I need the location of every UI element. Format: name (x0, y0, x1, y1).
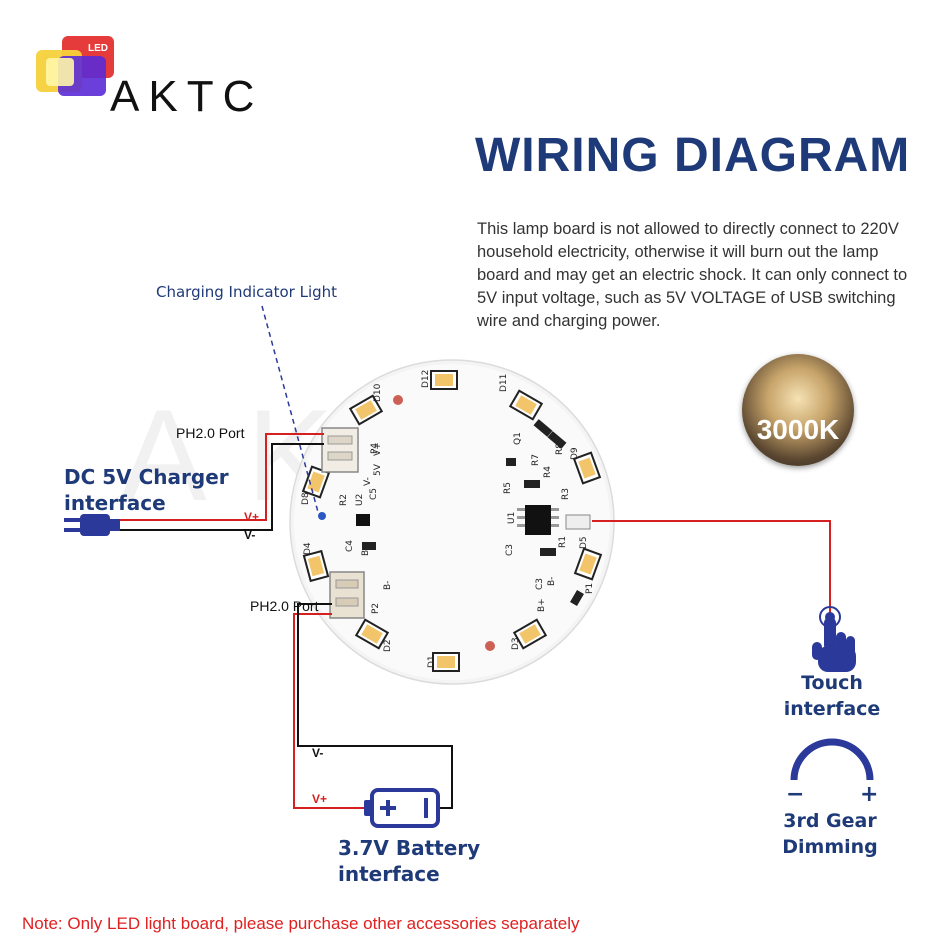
warning-description: This lamp board is not allowed to direct… (477, 220, 908, 330)
dc-charger-label-line2: interface (64, 491, 166, 515)
svg-text:B+: B+ (361, 542, 371, 556)
svg-text:B-: B- (383, 581, 393, 590)
ph20-connector-bottom (329, 571, 365, 619)
touch-label-line2: interface (783, 698, 881, 720)
svg-text:D4: D4 (303, 542, 313, 555)
touch-wire (592, 520, 831, 614)
dim-minus: − (786, 782, 805, 807)
brand-logo-icon (36, 36, 114, 96)
svg-text:C5: C5 (369, 488, 379, 500)
ph20-port-bottom-label: PH2.0 Port (250, 598, 319, 614)
color-temperature-badge (742, 354, 854, 466)
svg-text:P2: P2 (371, 603, 381, 614)
svg-text:R5: R5 (503, 482, 513, 494)
svg-text:D8: D8 (301, 492, 311, 505)
battery-label-line1: 3.7V Battery (338, 836, 481, 860)
svg-text:R7: R7 (531, 454, 541, 466)
svg-text:R1: R1 (558, 536, 568, 548)
dc-charger-label-line1: DC 5V Charger (64, 465, 229, 489)
battery-icon (364, 788, 440, 828)
touch-hand-icon (812, 606, 856, 672)
vplus-top-label: V+ (244, 510, 260, 524)
ph20-port-top-label: PH2.0 Port (176, 425, 245, 441)
page-title: WIRING DIAGRAM (475, 129, 911, 182)
svg-text:V+: V+ (373, 442, 383, 456)
svg-text:Q1: Q1 (513, 432, 523, 445)
logo-badge-text: LED (88, 43, 108, 54)
charger-wires (120, 433, 324, 531)
svg-text:R8: R8 (555, 443, 565, 455)
footer-note: Note: Only LED light board, please purch… (22, 914, 580, 933)
svg-text:D1: D1 (427, 655, 437, 668)
brand-name: AKTC (110, 72, 264, 121)
svg-text:V-: V- (363, 477, 373, 486)
svg-text:D11: D11 (499, 374, 509, 392)
ph20-connector-top (321, 427, 359, 473)
board-silkscreen: D12 D11 D10 D9 D8 D5 D4 D3 D2 D1 U1 U2 R… (301, 370, 595, 668)
svg-text:B+: B+ (537, 598, 547, 612)
vplus-bottom-label: V+ (312, 792, 328, 806)
svg-text:R2: R2 (339, 494, 349, 506)
svg-text:P4: P4 (370, 443, 380, 454)
svg-text:U2: U2 (355, 494, 365, 506)
svg-text:D12: D12 (421, 370, 431, 388)
dc-plug-icon (64, 514, 120, 536)
svg-text:5V: 5V (373, 463, 383, 476)
svg-text:C3: C3 (505, 544, 515, 556)
svg-text:R4: R4 (543, 466, 553, 478)
svg-text:P1: P1 (585, 583, 595, 594)
svg-text:D10: D10 (373, 383, 383, 402)
ic-chips (356, 419, 591, 607)
charging-indicator-led (318, 512, 326, 520)
svg-text:C4: C4 (345, 540, 355, 552)
svg-text:D2: D2 (383, 639, 393, 652)
svg-text:D9: D9 (570, 447, 580, 460)
dim-plus: + (860, 782, 879, 807)
vminus-top-label: V- (244, 528, 256, 542)
dimming-arc-icon (790, 738, 874, 781)
dimming-label-line2: Dimming (782, 836, 878, 858)
svg-text:U1: U1 (507, 512, 517, 524)
svg-text:B-: B- (547, 577, 557, 586)
svg-text:D5: D5 (579, 536, 589, 549)
vminus-bottom-label: V- (312, 746, 324, 760)
svg-text:D3: D3 (511, 637, 521, 650)
svg-text:R3: R3 (561, 488, 571, 500)
battery-wires (293, 603, 453, 809)
dimming-label-line1: 3rd Gear (783, 810, 877, 832)
color-temperature-label: 3000K (756, 414, 840, 445)
touch-label-line1: Touch (801, 672, 863, 694)
svg-text:C3: C3 (535, 578, 545, 590)
battery-label-line2: interface (338, 862, 440, 886)
led-chips (301, 370, 603, 672)
charging-indicator-label: Charging Indicator Light (156, 283, 338, 301)
